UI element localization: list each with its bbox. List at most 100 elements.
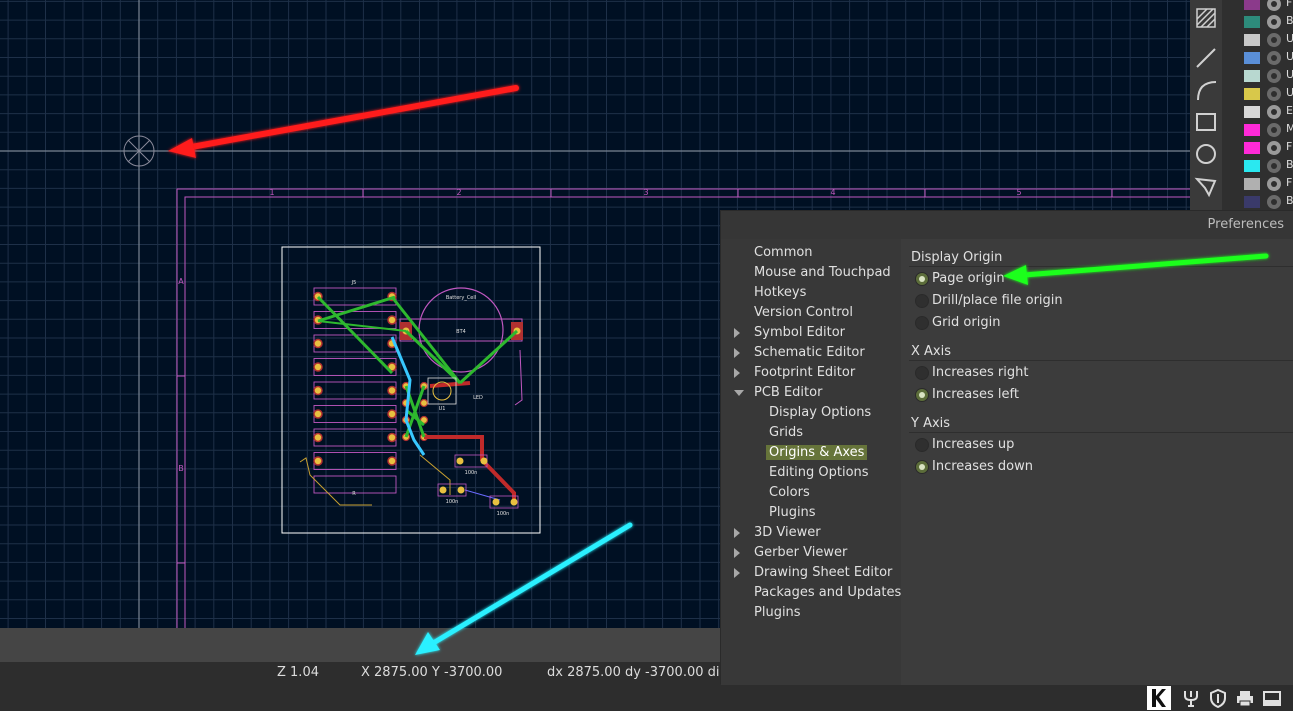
chevron-right-icon[interactable] [734, 528, 740, 538]
tree-item[interactable]: Schematic Editor [721, 343, 901, 363]
tree-item-label: Editing Options [769, 465, 869, 480]
connector-ref: J5 [351, 280, 357, 286]
layer-row[interactable]: M [1222, 121, 1293, 139]
radio-option[interactable]: Increases up [915, 435, 1275, 455]
layer-row[interactable]: E [1222, 103, 1293, 121]
layer-row[interactable]: U [1222, 49, 1293, 67]
layer-color-swatch[interactable] [1244, 52, 1260, 64]
layer-row[interactable]: U [1222, 31, 1293, 49]
tree-item[interactable]: Gerber Viewer [721, 543, 901, 563]
layer-row[interactable]: B [1222, 193, 1293, 211]
tree-item-label: Plugins [754, 605, 801, 620]
tree-item[interactable]: Mouse and Touchpad [721, 263, 901, 283]
dialog-titlebar[interactable]: Preferences [721, 211, 1293, 239]
line-tool-icon[interactable] [1194, 46, 1218, 70]
layer-color-swatch[interactable] [1244, 106, 1260, 118]
hatch-fill-tool-icon[interactable] [1194, 6, 1218, 30]
chevron-down-icon[interactable] [734, 390, 744, 396]
radio-button[interactable] [915, 272, 929, 286]
layer-row[interactable]: F [1222, 0, 1293, 13]
tree-item[interactable]: Packages and Updates [721, 583, 901, 603]
layer-color-swatch[interactable] [1244, 196, 1260, 208]
eye-icon[interactable] [1267, 105, 1281, 119]
layer-row[interactable]: U [1222, 85, 1293, 103]
layer-row[interactable]: F [1222, 175, 1293, 193]
tree-item[interactable]: Plugins [721, 603, 901, 623]
layer-color-swatch[interactable] [1244, 178, 1260, 190]
tree-item[interactable]: Colors [721, 483, 901, 503]
eye-hidden-icon[interactable] [1267, 123, 1281, 137]
polygon-tool-icon[interactable] [1194, 174, 1218, 198]
tree-item[interactable]: PCB Editor [721, 383, 901, 403]
eye-hidden-icon[interactable] [1267, 159, 1281, 173]
row-letter: A [178, 277, 184, 286]
status-bar: Z 1.04 X 2875.00 Y -3700.00 dx 2875.00 d… [0, 662, 726, 684]
radio-button[interactable] [915, 316, 929, 330]
layer-color-swatch[interactable] [1244, 160, 1260, 172]
chevron-right-icon[interactable] [734, 568, 740, 578]
layer-color-swatch[interactable] [1244, 0, 1260, 10]
tree-item[interactable]: Origins & Axes [721, 443, 901, 463]
chevron-right-icon[interactable] [734, 548, 740, 558]
layer-color-swatch[interactable] [1244, 16, 1260, 28]
radio-option[interactable]: Increases left [915, 385, 1275, 405]
pad [387, 432, 397, 443]
tree-item[interactable]: Editing Options [721, 463, 901, 483]
eye-icon[interactable] [1267, 0, 1281, 11]
tree-item[interactable]: Hotkeys [721, 283, 901, 303]
connector-outline [313, 475, 397, 494]
pad [313, 409, 323, 419]
tree-item[interactable]: Version Control [721, 303, 901, 323]
layer-color-swatch[interactable] [1244, 70, 1260, 82]
pcb-editor-icon[interactable] [1181, 688, 1201, 708]
eye-icon[interactable] [1267, 15, 1281, 29]
eye-hidden-icon[interactable] [1267, 69, 1281, 83]
layer-row[interactable]: B [1222, 13, 1293, 31]
tree-item[interactable]: 3D Viewer [721, 523, 901, 543]
tree-item[interactable]: Drawing Sheet Editor [721, 563, 901, 583]
eye-hidden-icon[interactable] [1267, 195, 1281, 209]
eye-hidden-icon[interactable] [1267, 87, 1281, 101]
radio-option[interactable]: Increases down [915, 457, 1275, 477]
resistor-footprints[interactable]: 100n 100n 100n U1 LED J5 R [351, 280, 519, 517]
tree-item[interactable]: Symbol Editor [721, 323, 901, 343]
radio-option[interactable]: Page origin [915, 269, 1275, 289]
tree-item-label: Origins & Axes [766, 445, 868, 460]
window-icon[interactable] [1262, 688, 1282, 708]
radio-option[interactable]: Grid origin [915, 313, 1275, 333]
kicad-logo-icon[interactable] [1146, 685, 1172, 711]
rectangle-tool-icon[interactable] [1194, 110, 1218, 134]
layer-color-swatch[interactable] [1244, 124, 1260, 136]
tree-item[interactable]: Plugins [721, 503, 901, 523]
eye-hidden-icon[interactable] [1267, 51, 1281, 65]
layer-row[interactable]: U [1222, 67, 1293, 85]
layer-color-swatch[interactable] [1244, 142, 1260, 154]
layer-row[interactable]: B [1222, 157, 1293, 175]
chevron-right-icon[interactable] [734, 328, 740, 338]
eye-hidden-icon[interactable] [1267, 33, 1281, 47]
radio-button[interactable] [915, 366, 929, 380]
tree-item-label: Plugins [769, 505, 816, 520]
radio-button[interactable] [915, 460, 929, 474]
tree-item[interactable]: Display Options [721, 403, 901, 423]
print-icon[interactable] [1235, 688, 1255, 708]
eye-icon[interactable] [1267, 141, 1281, 155]
chevron-right-icon[interactable] [734, 348, 740, 358]
chevron-right-icon[interactable] [734, 368, 740, 378]
page-origin-crosshair-icon [123, 135, 155, 167]
radio-button[interactable] [915, 388, 929, 402]
radio-option[interactable]: Drill/place file origin [915, 291, 1275, 311]
shield-icon[interactable] [1208, 688, 1228, 708]
tree-item[interactable]: Grids [721, 423, 901, 443]
eye-icon[interactable] [1267, 177, 1281, 191]
layer-row[interactable]: F [1222, 139, 1293, 157]
radio-button[interactable] [915, 438, 929, 452]
circle-tool-icon[interactable] [1194, 142, 1218, 166]
layer-color-swatch[interactable] [1244, 88, 1260, 100]
layer-color-swatch[interactable] [1244, 34, 1260, 46]
tree-item[interactable]: Footprint Editor [721, 363, 901, 383]
arc-tool-icon[interactable] [1194, 78, 1218, 102]
tree-item[interactable]: Common [721, 243, 901, 263]
radio-button[interactable] [915, 294, 929, 308]
radio-option[interactable]: Increases right [915, 363, 1275, 383]
